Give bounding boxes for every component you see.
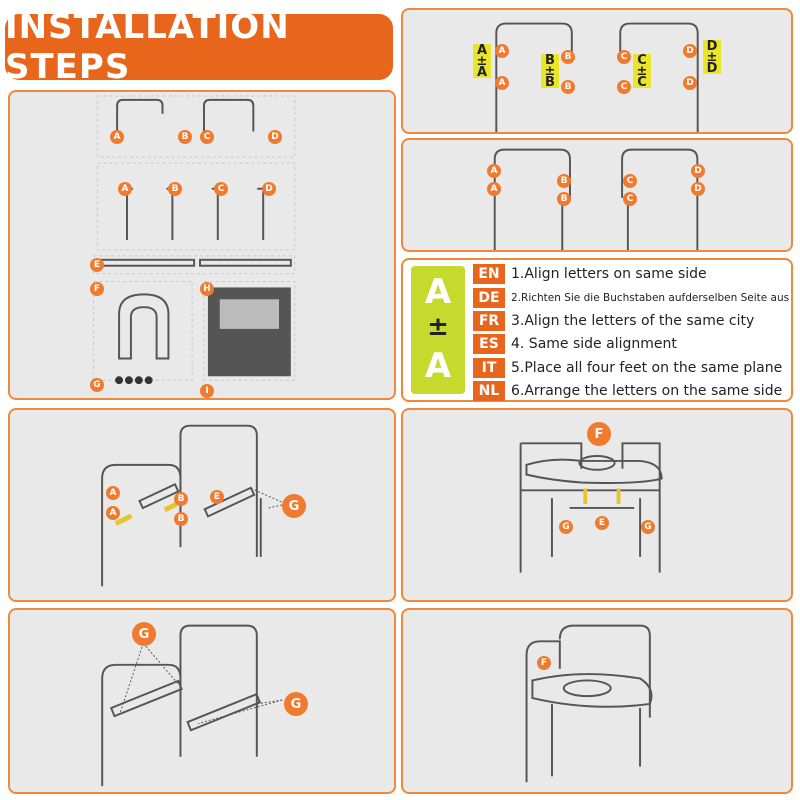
label-b: B xyxy=(561,80,575,94)
bars-panel: G G xyxy=(8,608,396,794)
label-a: A xyxy=(118,182,132,196)
label-b: B xyxy=(557,192,571,206)
label-d: D xyxy=(683,44,697,58)
label-g: G xyxy=(132,622,156,646)
label-g: G xyxy=(641,520,655,534)
label-a: A xyxy=(495,44,509,58)
label-c: C xyxy=(617,80,631,94)
label-d: D xyxy=(683,76,697,90)
label-g: G xyxy=(559,520,573,534)
label-h: H xyxy=(200,282,214,296)
label-b: B xyxy=(168,182,182,196)
label-d: D xyxy=(268,130,282,144)
label-b: B xyxy=(174,512,188,526)
language-code-nl: NL xyxy=(473,381,505,401)
page-title: INSTALLATION STEPS xyxy=(5,7,393,87)
label-e: E xyxy=(90,258,104,272)
label-g: G xyxy=(282,494,306,518)
label-b: B xyxy=(174,492,188,506)
label-d: D xyxy=(691,182,705,196)
label-b: B xyxy=(561,50,575,64)
label-g: G xyxy=(90,378,104,392)
label-c: C xyxy=(623,192,637,206)
label-a: A xyxy=(495,76,509,90)
alignment-panel: A±A B±B C±C D±D A A B B C C D D xyxy=(401,8,793,134)
crossbar-panel: A A B B E G xyxy=(8,408,396,602)
label-f: F xyxy=(537,656,551,670)
instruction-text-en: 1.Align letters on same side xyxy=(511,266,707,282)
instruction-text-es: 4. Same side alignment xyxy=(511,336,677,352)
alignment-symbol: A ± A xyxy=(411,266,465,394)
legs-panel: A A B B C C D D xyxy=(401,138,793,252)
completed-chair-panel: F xyxy=(401,608,793,794)
language-code-es: ES xyxy=(473,334,505,354)
language-code-it: IT xyxy=(473,358,505,378)
label-f: F xyxy=(587,422,611,446)
instruction-text-it: 5.Place all four feet on the same plane xyxy=(511,360,783,376)
label-a: A xyxy=(106,506,120,520)
label-i: I xyxy=(200,384,214,398)
label-e: E xyxy=(595,516,609,530)
seat-frame-panel: F G E G xyxy=(401,408,793,602)
label-b: B xyxy=(178,130,192,144)
label-g: G xyxy=(284,692,308,716)
pair-b: B±B xyxy=(541,54,559,89)
pair-c: C±C xyxy=(633,54,651,89)
instruction-text-de: 2.Richten Sie die Buchstaben aufderselbe… xyxy=(511,292,790,304)
label-a: A xyxy=(487,182,501,196)
label-a: A xyxy=(487,164,501,178)
language-code-fr: FR xyxy=(473,311,505,331)
instruction-text-fr: 3.Align the letters of the same city xyxy=(511,313,755,329)
language-code-de: DE xyxy=(473,288,505,308)
label-f: F xyxy=(90,282,104,296)
label-c: C xyxy=(617,50,631,64)
label-a: A xyxy=(106,486,120,500)
pair-a: A±A xyxy=(473,44,491,79)
label-b: B xyxy=(557,174,571,188)
label-c: C xyxy=(623,174,637,188)
pair-d: D±D xyxy=(703,40,721,75)
label-d: D xyxy=(262,182,276,196)
label-a: A xyxy=(110,130,124,144)
label-e: E xyxy=(210,490,224,504)
parts-panel: A B C D A B C D E F H G I xyxy=(8,90,396,400)
language-code-en: EN xyxy=(473,264,505,284)
label-c: C xyxy=(214,182,228,196)
instruction-text-nl: 6.Arrange the letters on the same side xyxy=(511,383,783,399)
label-d: D xyxy=(691,164,705,178)
label-c: C xyxy=(200,130,214,144)
